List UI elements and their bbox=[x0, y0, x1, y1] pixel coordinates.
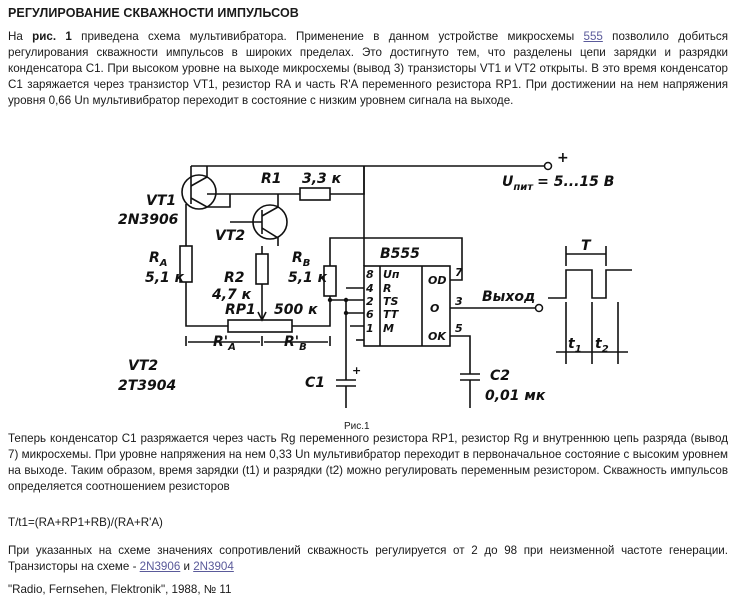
rp1-label: RP1 bbox=[225, 302, 256, 318]
ra-prime-label: R'A bbox=[213, 334, 236, 353]
supply-plus: + bbox=[557, 150, 569, 166]
period-label: T bbox=[581, 238, 592, 254]
svg-text:5: 5 bbox=[455, 322, 463, 335]
svg-text:O: O bbox=[430, 302, 439, 315]
svg-text:+: + bbox=[352, 364, 361, 377]
ra-value: 5,1 к bbox=[145, 270, 185, 286]
r1-label: R1 bbox=[261, 171, 282, 187]
range-paragraph: При указанных на схеме значениях сопроти… bbox=[8, 544, 728, 573]
svg-text:OD: OD bbox=[428, 274, 446, 287]
supply-label: Uпит= 5...15 В bbox=[502, 174, 614, 193]
figure-reference: рис. 1 bbox=[32, 30, 72, 43]
2n3906-link[interactable]: 2N3906 bbox=[139, 560, 181, 573]
chip-label: В555 bbox=[380, 246, 420, 262]
vt2-label: VT2 bbox=[215, 228, 245, 244]
output-label: Выход bbox=[482, 289, 535, 305]
article-title: РЕГУЛИРОВАНИЕ СКВАЖНОСТИ ИМПУЛЬСОВ bbox=[8, 6, 299, 20]
rb-value: 5,1 к bbox=[288, 270, 328, 286]
rb-prime-label: R'B bbox=[284, 334, 307, 353]
c2-label: C2 bbox=[490, 368, 510, 384]
svg-text:M: M bbox=[383, 322, 394, 335]
r2-label: R2 bbox=[224, 270, 245, 286]
c2-value: 0,01 мк bbox=[485, 388, 546, 404]
vt1-transistor bbox=[181, 174, 217, 210]
svg-text:7: 7 bbox=[455, 266, 463, 279]
b555-chip bbox=[363, 265, 451, 347]
vt2-type-label: 2T3904 bbox=[118, 378, 176, 394]
t1-label: t1 bbox=[568, 336, 582, 355]
svg-text:1: 1 bbox=[366, 322, 374, 335]
vt1-label: VT1 bbox=[146, 193, 176, 209]
svg-text:OK: OK bbox=[428, 330, 447, 343]
duty-formula: T/t1=(RA+RP1+RB)/(RA+R'A) bbox=[8, 516, 163, 529]
rb-label: RB bbox=[292, 250, 310, 269]
svg-text:Uп: Uп bbox=[383, 268, 400, 281]
vt1-type-label: 2N3906 bbox=[118, 212, 179, 228]
output-terminal bbox=[534, 303, 544, 313]
r1-resistor bbox=[299, 187, 331, 201]
rp1-value: 500 к bbox=[274, 302, 318, 318]
r2-value: 4,7 к bbox=[211, 287, 252, 303]
svg-text:2: 2 bbox=[366, 295, 374, 308]
svg-text:4: 4 bbox=[365, 282, 374, 295]
ra-label: RA bbox=[149, 250, 168, 269]
circuit-schematic: + Uпит= 5...15 В VT1 2N3906 R1 3,3 к VT2… bbox=[118, 150, 632, 408]
svg-text:6: 6 bbox=[366, 308, 374, 321]
discharge-paragraph: Теперь конденсатор С1 разряжается через … bbox=[8, 432, 728, 493]
output-waveform bbox=[548, 269, 632, 299]
chip-555-link[interactable]: 555 bbox=[583, 30, 603, 43]
c1-label: C1 bbox=[305, 375, 325, 391]
r1-value: 3,3 к bbox=[302, 171, 342, 187]
figure-caption: Рис.1 bbox=[344, 421, 370, 432]
vt2-bottom-label: VT2 bbox=[128, 358, 158, 374]
t2-label: t2 bbox=[595, 336, 609, 355]
svg-text:R: R bbox=[383, 282, 391, 295]
2n3904-link[interactable]: 2N3904 bbox=[193, 560, 234, 573]
svg-text:TT: TT bbox=[383, 308, 400, 321]
svg-text:3: 3 bbox=[455, 295, 463, 308]
supply-terminal bbox=[543, 161, 553, 171]
svg-text:TS: TS bbox=[383, 295, 399, 308]
intro-paragraph: На рис. 1 приведена схема мультивибратор… bbox=[8, 30, 728, 107]
r2-resistor bbox=[255, 253, 269, 285]
source-citation: "Radio, Fernsehen, Flektronik", 1988, № … bbox=[8, 583, 232, 596]
rp1-potentiometer bbox=[227, 319, 293, 333]
svg-text:8: 8 bbox=[366, 268, 374, 281]
